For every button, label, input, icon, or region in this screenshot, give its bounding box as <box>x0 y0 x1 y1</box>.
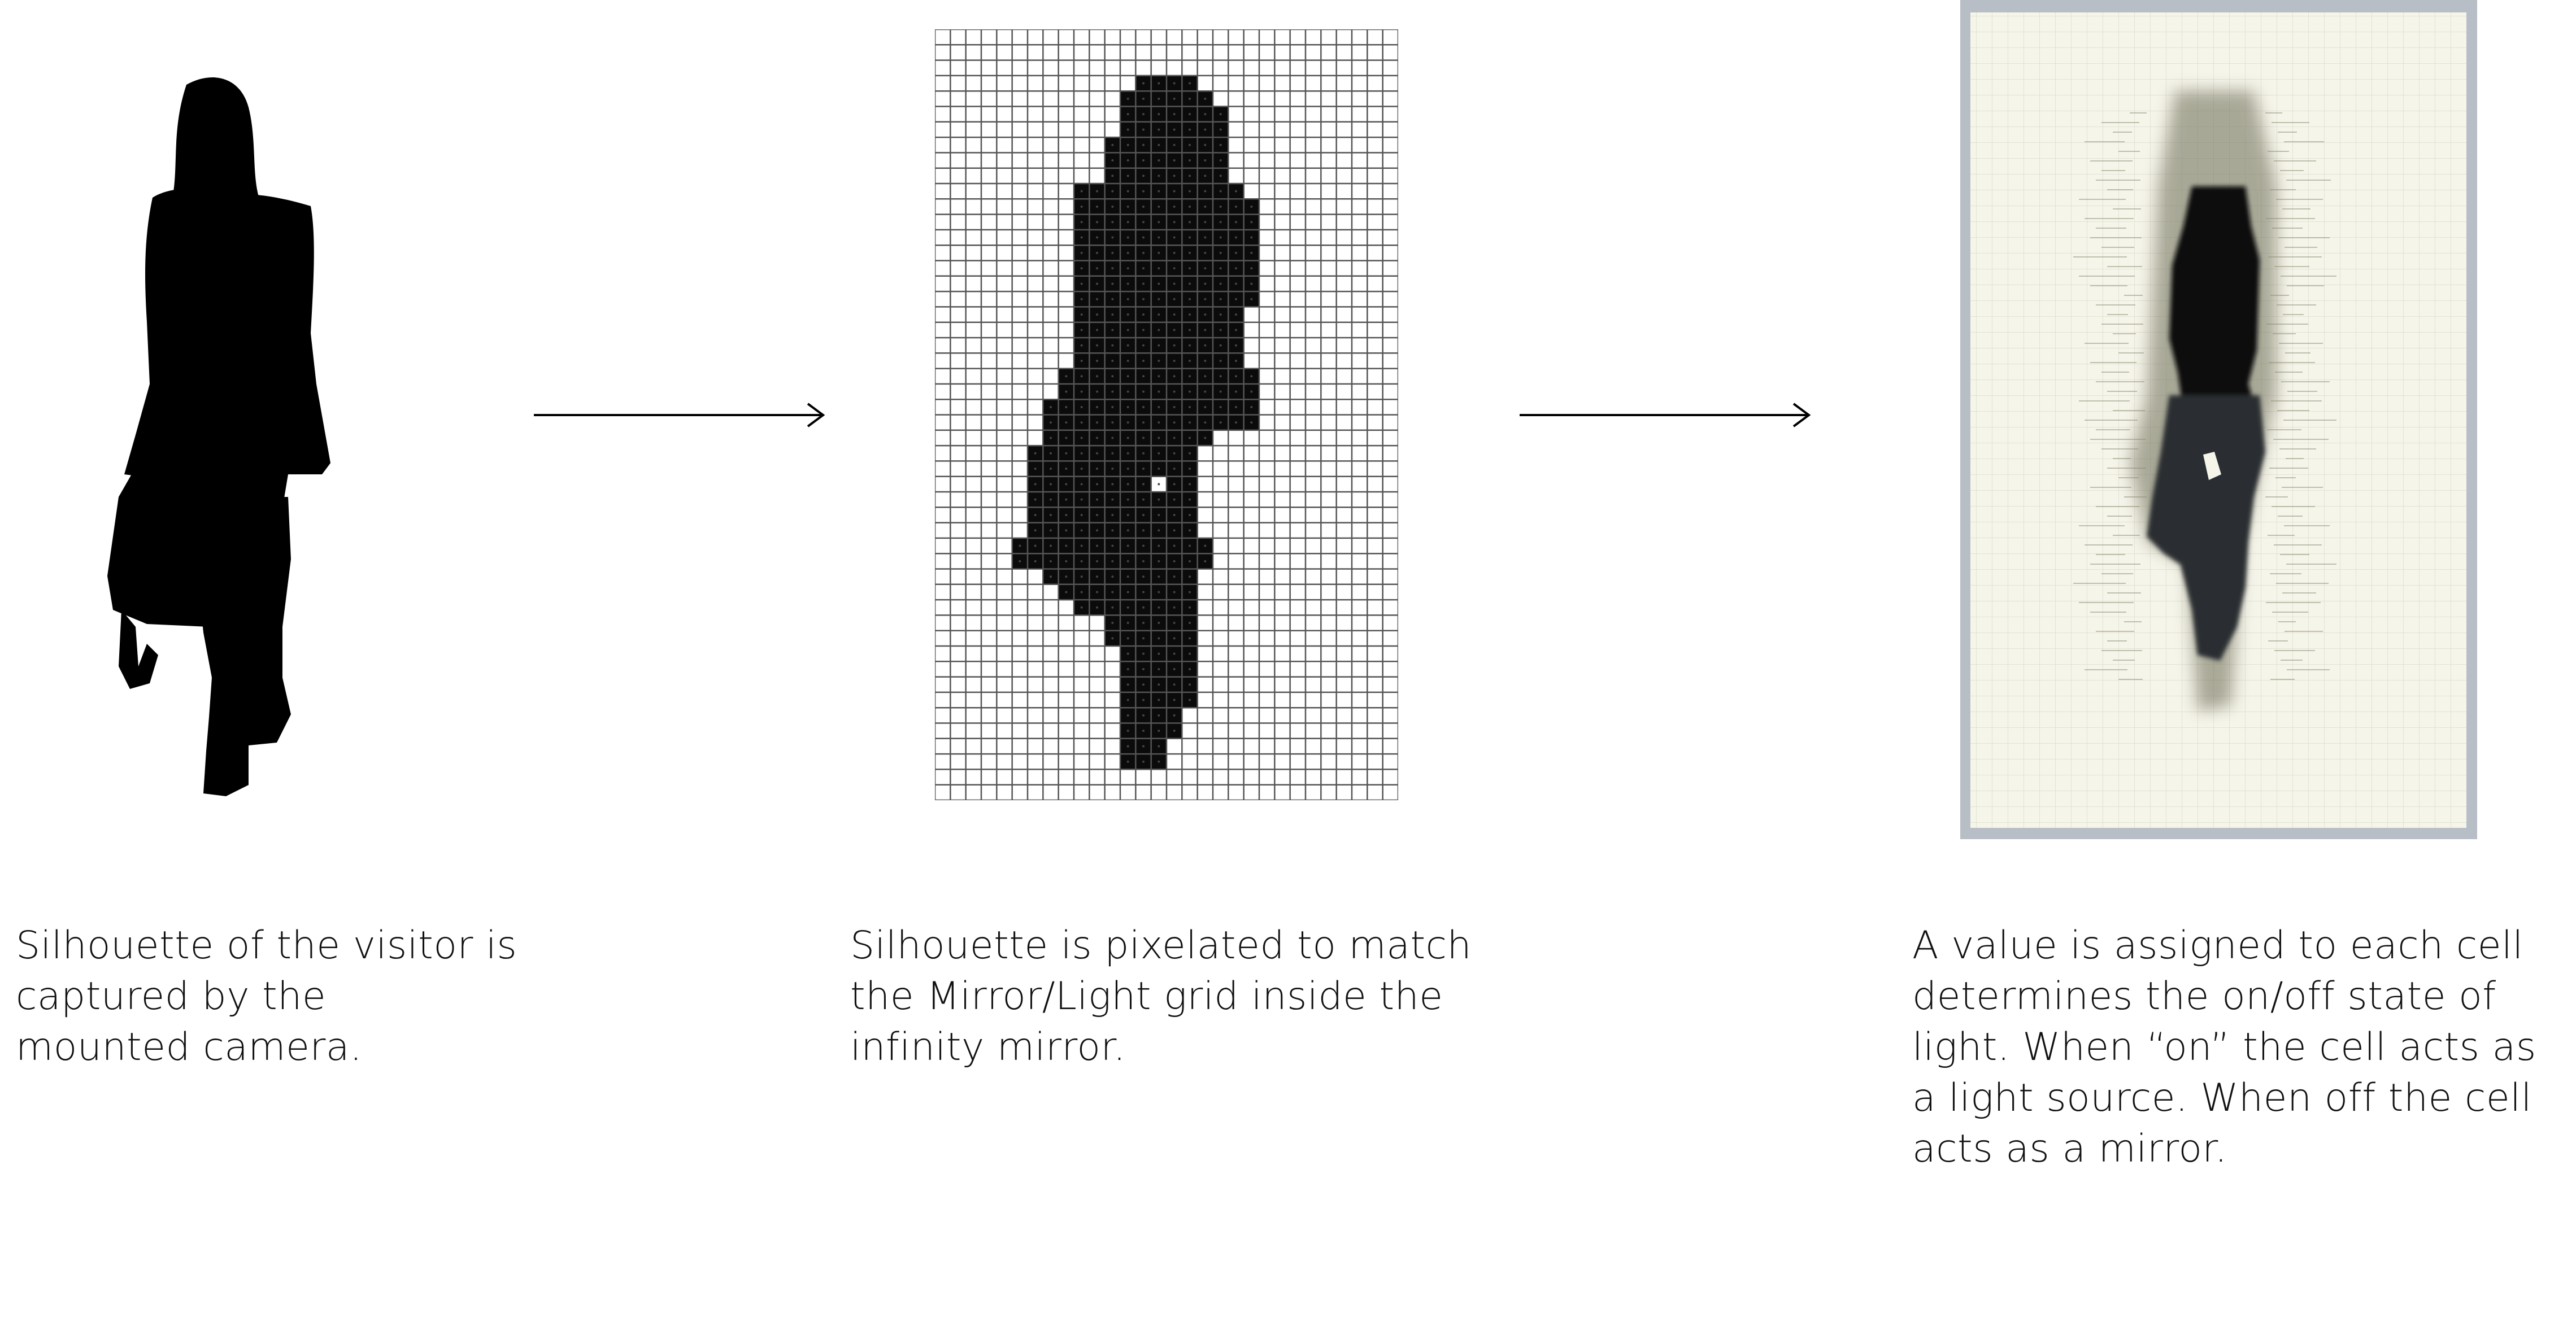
caption-line: mounted camera. <box>16 1025 363 1070</box>
arrow-right-icon <box>1520 395 1813 435</box>
caption-line: the Mirror/Light grid inside the <box>850 974 1443 1019</box>
mirror-render-icon <box>1960 0 2477 839</box>
pixelated-silhouette-grid <box>935 29 1398 800</box>
caption-line: A value is assigned to each cell <box>1912 923 2523 968</box>
step-3-caption: A value is assigned to each cell determi… <box>1912 920 2536 1175</box>
step-2-caption: Silhouette is pixelated to match the Mir… <box>850 920 1472 1073</box>
caption-line: captured by the <box>16 974 327 1019</box>
arrow-right-icon <box>534 395 828 435</box>
step-1-caption: Silhouette of the visitor is captured by… <box>16 920 517 1073</box>
caption-line: Silhouette is pixelated to match <box>850 923 1472 968</box>
pixel-grid-icon <box>935 29 1398 800</box>
visitor-silhouette-icon <box>107 77 330 796</box>
visitor-silhouette-image <box>96 68 345 802</box>
infinity-mirror-render <box>1960 0 2477 839</box>
caption-line: determines the on/off state of <box>1912 974 2496 1019</box>
caption-line: light. When “on” the cell acts as <box>1912 1025 2536 1070</box>
caption-line: Silhouette of the visitor is <box>16 923 517 968</box>
caption-line: infinity mirror. <box>850 1025 1126 1070</box>
caption-line: a light source. When off the cell <box>1912 1076 2532 1120</box>
caption-line: acts as a mirror. <box>1912 1127 2227 1171</box>
